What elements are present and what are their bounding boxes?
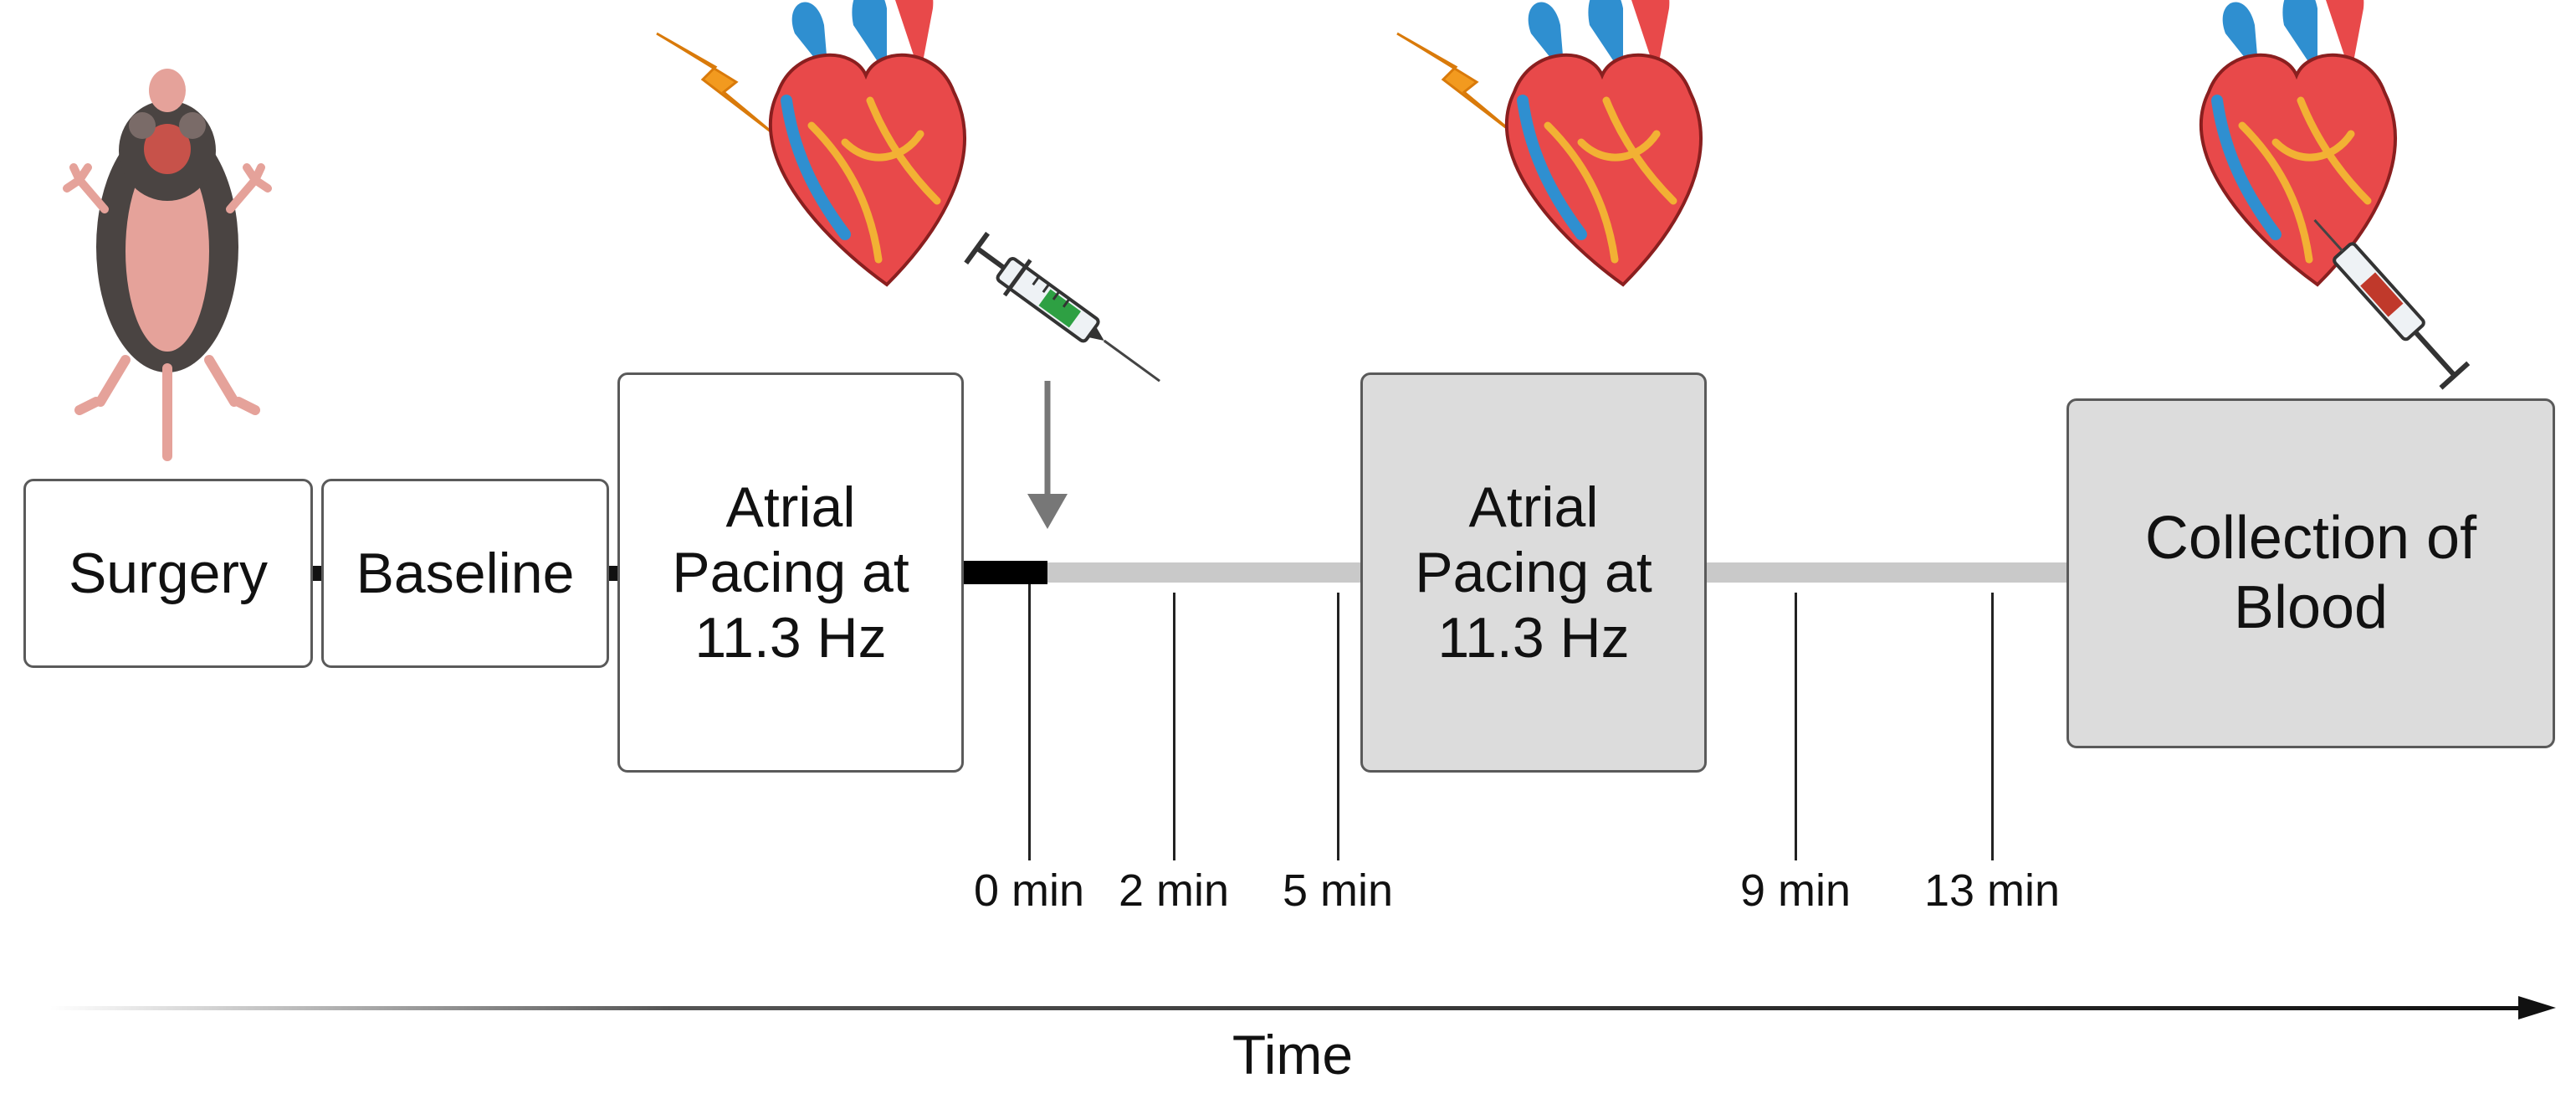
- syringe-icon: [2313, 218, 2471, 390]
- step-label: Atrial Pacing at 11.3 Hz: [1415, 475, 1652, 670]
- tick-0min: [1028, 584, 1031, 860]
- step-atrial-pacing-2: Atrial Pacing at 11.3 Hz: [1360, 372, 1707, 773]
- tick-2min: [1173, 593, 1175, 860]
- heart-icon: [2201, 0, 2395, 285]
- tick-label: 9 min: [1739, 865, 1851, 916]
- tick-9min: [1795, 593, 1797, 860]
- timeline-segment: [1707, 562, 2066, 583]
- step-surgery: Surgery: [23, 479, 313, 668]
- axis-label: Time: [1232, 1024, 1354, 1086]
- step-label: Atrial Pacing at 11.3 Hz: [672, 475, 909, 670]
- syringe-icon: [964, 230, 1172, 398]
- tick-5min: [1337, 593, 1339, 860]
- mouse-icon: [63, 69, 272, 461]
- tick-13min: [1991, 593, 1994, 860]
- arrow-down-icon: [1027, 381, 1068, 529]
- heart-icon: [771, 0, 965, 285]
- step-baseline: Baseline: [321, 479, 609, 668]
- step-atrial-pacing-1: Atrial Pacing at 11.3 Hz: [617, 372, 964, 773]
- time-axis: [50, 996, 2556, 1019]
- connector: [609, 566, 619, 581]
- tick-label: 2 min: [1118, 865, 1230, 916]
- lightning-bolt-icon: [655, 32, 776, 136]
- step-label: Surgery: [68, 541, 269, 605]
- tick-label: 0 min: [973, 865, 1085, 916]
- heart-icon: [1507, 0, 1701, 285]
- timeline-segment: [1047, 562, 1360, 583]
- tick-label: 13 min: [1923, 865, 2061, 916]
- connector: [313, 566, 323, 581]
- lightning-bolt-icon: [1396, 32, 1516, 136]
- timeline-segment-active: [964, 561, 1047, 584]
- tick-label: 5 min: [1282, 865, 1394, 916]
- step-label: Baseline: [356, 541, 575, 605]
- step-label: Collection of Blood: [2144, 505, 2477, 641]
- step-collection-of-blood: Collection of Blood: [2066, 398, 2555, 748]
